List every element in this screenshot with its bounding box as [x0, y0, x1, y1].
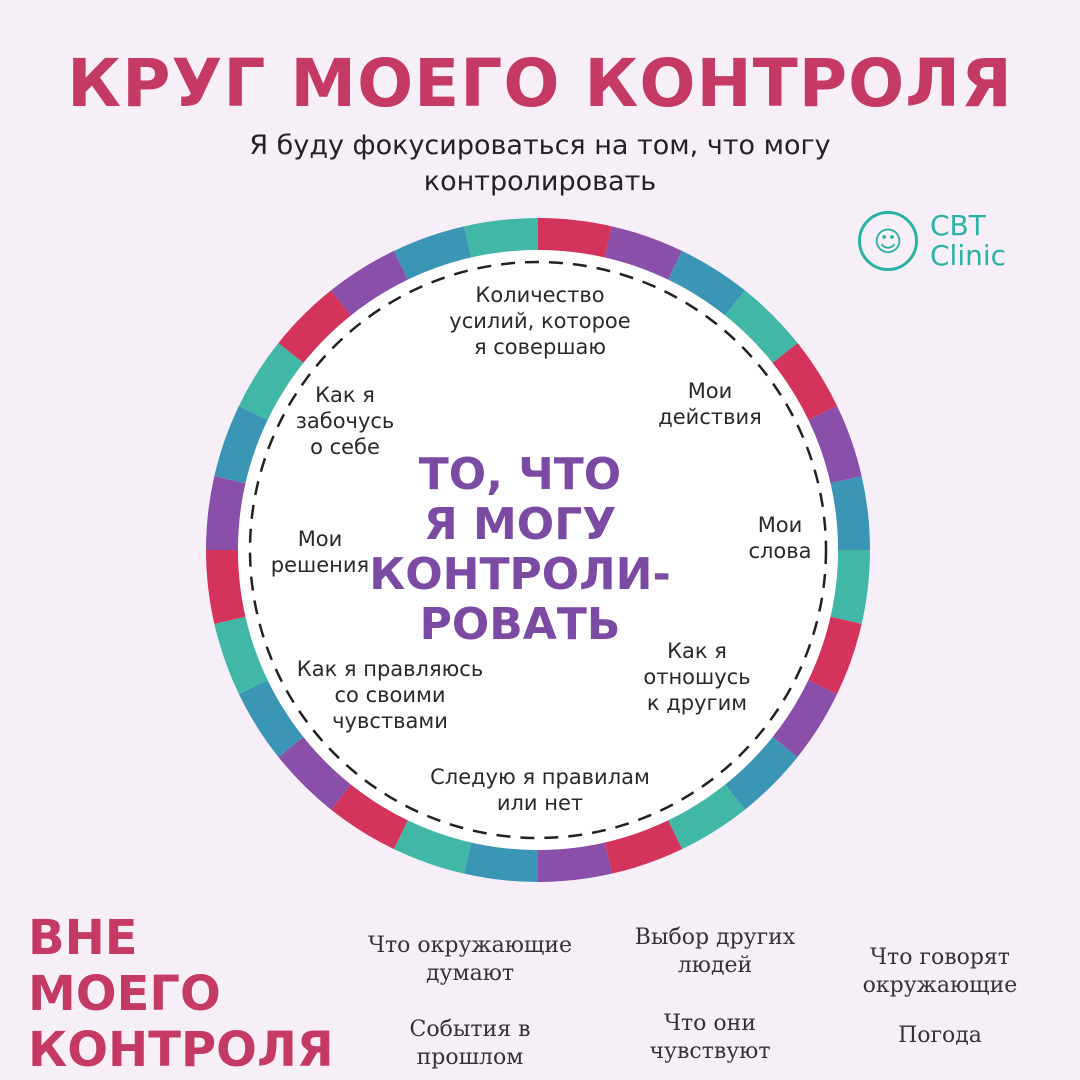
- ring-segment: [393, 226, 472, 280]
- page-subtitle: Я буду фокусироваться на том, что могу к…: [249, 130, 831, 197]
- page-title: КРУГ МОЕГО КОНТРОЛЯ: [67, 45, 1013, 122]
- outside-item-past-events: События в прошлом: [409, 1017, 531, 1070]
- ring-segment: [214, 405, 268, 484]
- ring-segment: [604, 226, 683, 280]
- ring-segments: [206, 218, 870, 882]
- ring-segment: [331, 250, 408, 316]
- ring-segment: [808, 405, 862, 484]
- circle-item-decisions: Мои решения: [270, 527, 370, 577]
- ring-segment: [464, 842, 538, 882]
- ring-segment: [538, 218, 612, 258]
- outside-item-weather: Погода: [898, 1023, 982, 1048]
- logo-text-line2: Clinic: [930, 239, 1007, 272]
- ring-segment: [830, 476, 870, 550]
- ring-segment: [464, 218, 538, 258]
- dashed-boundary: [248, 260, 828, 840]
- ring-segment: [808, 616, 862, 695]
- ring-segment: [238, 343, 304, 420]
- ring-segment: [772, 343, 838, 420]
- inner-disc: [238, 250, 838, 850]
- outside-item-they-feel: Что они чувствуют: [649, 1011, 771, 1064]
- ring-segment: [393, 820, 472, 874]
- logo-text-line1: CBT: [930, 209, 986, 242]
- ring-segment: [214, 616, 268, 695]
- ring-segment: [206, 476, 246, 550]
- ring-segment: [668, 250, 745, 316]
- circle-item-self-care: Как я забочусь о себе: [295, 383, 395, 459]
- ring-segment: [278, 290, 351, 363]
- outside-item-others-think: Что окружающие думают: [367, 933, 573, 986]
- outside-item-others-say: Что говорят окружающие: [862, 945, 1018, 998]
- ring-segment: [238, 680, 304, 757]
- ring-segment: [278, 737, 351, 810]
- circle-item-effort: Количество усилий, которое я совершаю: [449, 283, 631, 359]
- circle-item-rules: Следую я правилам или нет: [430, 765, 650, 815]
- ring-segment: [331, 784, 408, 850]
- circle-item-actions: Мои действия: [658, 379, 762, 429]
- center-label: ТО, ЧТО Я МОГУ КОНТРОЛИ- РОВАТЬ: [369, 449, 671, 650]
- ring-segment: [725, 290, 798, 363]
- ring-segment: [604, 820, 683, 874]
- portrait-icon: ☺: [858, 211, 918, 271]
- ring-segment: [725, 737, 798, 810]
- ring-segment: [772, 680, 838, 757]
- circle-item-relations: Как я отношусь к другим: [643, 639, 751, 715]
- cbt-clinic-logo: ☺ CBT Clinic: [858, 205, 1048, 285]
- outside-control-title: ВНЕ МОЕГО КОНТРОЛЯ: [28, 910, 334, 1078]
- circle-item-words: Мои слова: [748, 513, 812, 563]
- logo-text: CBT Clinic: [930, 211, 1006, 271]
- ring-segment: [830, 550, 870, 624]
- ring-segment: [538, 842, 612, 882]
- ring-segment: [668, 784, 745, 850]
- outside-item-others-choice: Выбор других людей: [634, 925, 796, 978]
- circle-item-feelings: Как я правляюсь со своими чувствами: [296, 657, 484, 733]
- ring-segment: [206, 550, 246, 624]
